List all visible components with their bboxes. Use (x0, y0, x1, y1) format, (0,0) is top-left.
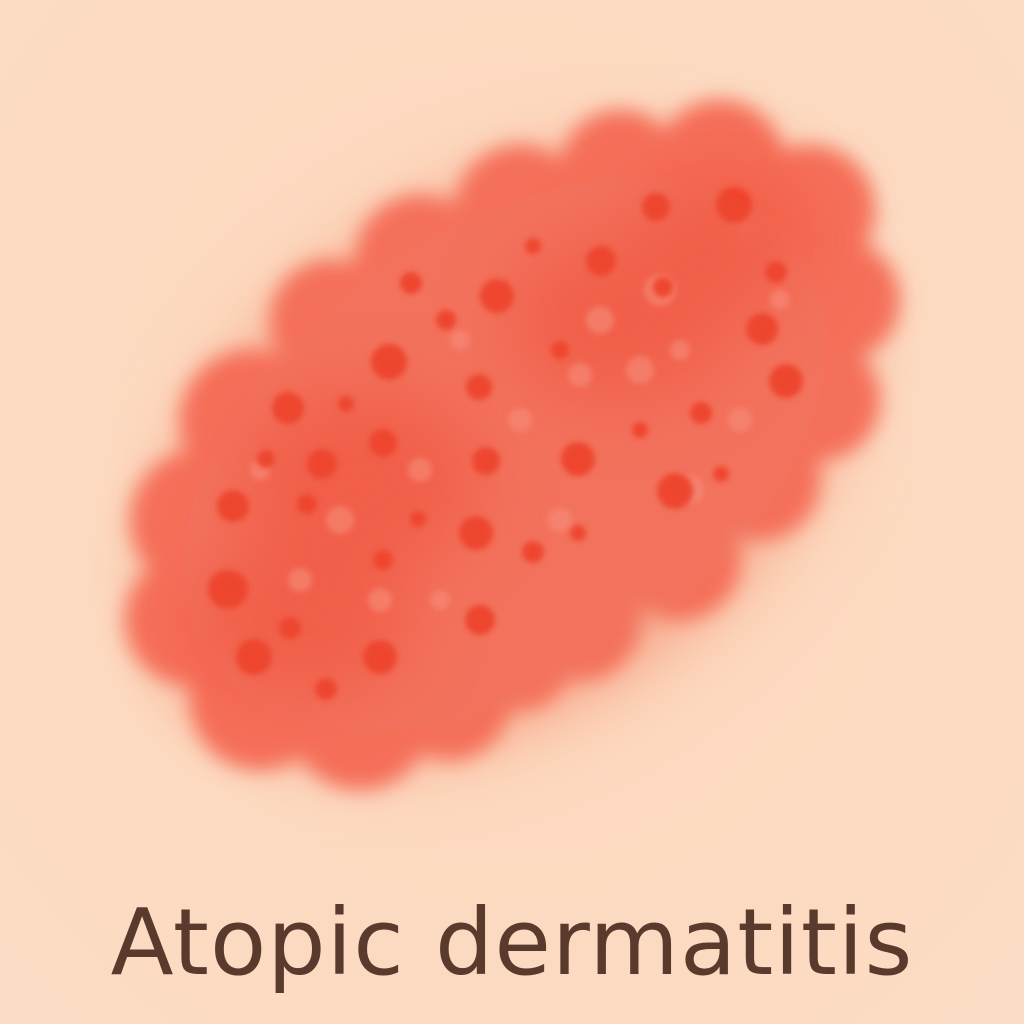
caption-title: Atopic dermatitis (110, 889, 914, 996)
skin-texture-grain (183, 178, 827, 732)
